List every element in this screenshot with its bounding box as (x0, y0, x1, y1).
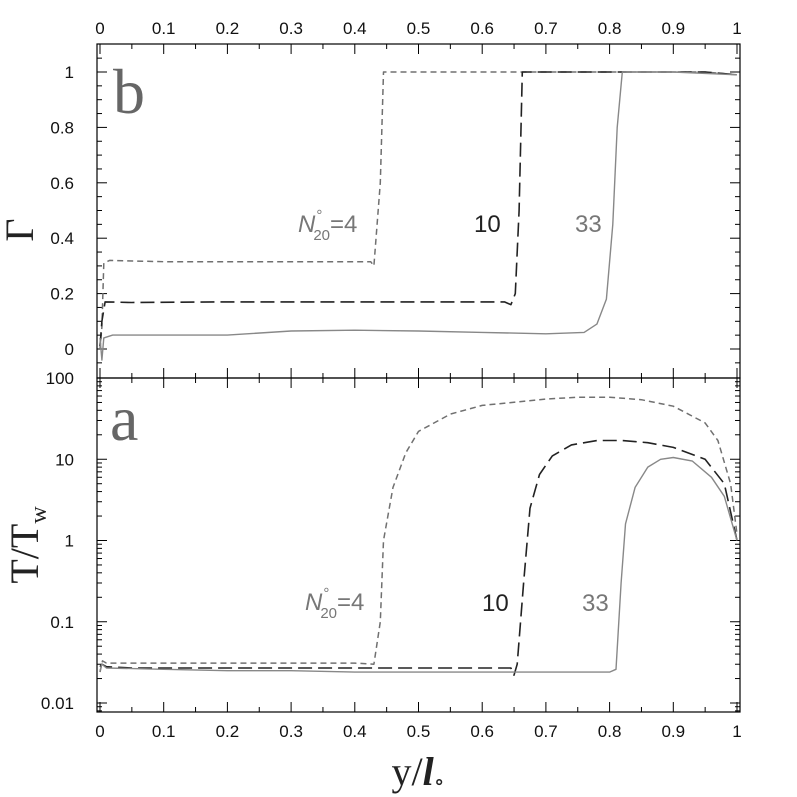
bottom-x-tick-label: 0.2 (216, 722, 240, 741)
panel-a-temperature: 0.01 0.1 1 10 100 a T/Tw N° 20=4 10 33 (2, 369, 741, 713)
panel-b-y-ticks: 0 0.2 0.4 0.6 0.8 1 (50, 57, 740, 364)
panel-a-label-n4: N° 20=4 (305, 585, 364, 622)
top-x-tick-label: 0.7 (534, 19, 558, 38)
bottom-x-tick-label: 0.9 (661, 722, 685, 741)
panel-a-y-tick-label: 10 (55, 450, 74, 469)
panel-a-series-0 (99, 396, 738, 673)
bottom-x-tick-label: 0 (95, 722, 104, 741)
x-axis-title-sub: ∘ (434, 769, 445, 794)
bottom-x-tick-labels: 0 0.1 0.2 0.3 0.4 0.5 0.6 0.7 0.8 0.9 1 (95, 722, 741, 741)
panel-b-label-n: N (298, 211, 316, 238)
panel-a-series-1 (99, 439, 738, 677)
top-x-tick-label: 0.5 (407, 19, 431, 38)
top-x-tick-label: 0.3 (279, 19, 303, 38)
panel-a-y-ticks: 0.01 0.1 1 10 100 (41, 369, 740, 713)
panel-a-series-2 (99, 456, 738, 673)
panel-b-label-33: 33 (575, 211, 602, 238)
panel-b-label-10: 10 (474, 211, 501, 238)
top-x-tick-label: 0.6 (470, 19, 494, 38)
bottom-x-tick-label: 0.7 (534, 722, 558, 741)
panel-a-label-subscript: 20 (320, 605, 337, 622)
panel-b-series-0 (99, 71, 738, 350)
panel-a-curves (99, 396, 738, 677)
panel-b-y-tick-label: 0.8 (50, 118, 74, 137)
bottom-x-tick-label: 1 (732, 722, 741, 741)
bottom-x-tick-label: 0.8 (598, 722, 622, 741)
panel-a-y-tick-label: 0.1 (50, 613, 74, 632)
panel-b-x-ticks (99, 44, 738, 378)
x-axis-title-y: y (391, 749, 411, 794)
top-x-tick-label: 0.2 (216, 19, 240, 38)
panel-a-frame (96, 377, 741, 713)
bottom-x-tick-label: 0.6 (470, 722, 494, 741)
panel-a-ylabel-sub: w (26, 506, 52, 524)
panel-b-y-tick-label: 0 (65, 340, 74, 359)
panel-b-gamma: 0 0.2 0.4 0.6 0.8 1 b Γ N° 20=4 10 33 (0, 43, 741, 379)
panel-a-label-n: N (305, 589, 323, 616)
panel-b-series-2 (99, 71, 738, 361)
panel-b-letter: b (113, 56, 145, 127)
panel-a-y-axis-title: T/Tw (2, 506, 52, 584)
panel-b-label-n4: N° 20=4 (298, 207, 357, 244)
panel-b-label-subscript: 20 (313, 227, 330, 244)
top-x-tick-label: 0.1 (152, 19, 176, 38)
panel-b-curves (99, 71, 738, 361)
panel-b-label-value: =4 (330, 211, 357, 238)
panel-a-ylabel-t2: T (2, 524, 47, 548)
bottom-x-tick-label: 0.5 (407, 722, 431, 741)
panel-a-ylabel-t: T (2, 559, 47, 583)
bottom-x-tick-label: 0.3 (279, 722, 303, 741)
bottom-x-tick-label: 0.4 (343, 722, 367, 741)
panel-a-label-value: =4 (337, 589, 364, 616)
top-x-tick-label: 1 (732, 19, 741, 38)
panel-b-y-tick-label: 0.2 (50, 285, 74, 304)
panel-b-y-tick-label: 1 (65, 63, 74, 82)
top-x-tick-label: 0.9 (661, 19, 685, 38)
panel-a-letter: a (110, 383, 138, 454)
panel-b-label-degree: ° (316, 207, 322, 224)
panel-b-y-tick-label: 0.4 (50, 229, 74, 248)
panel-a-label-33: 33 (582, 590, 609, 617)
panel-a-x-ticks (99, 378, 738, 712)
panel-a-y-tick-label: 100 (46, 369, 74, 388)
x-axis-title: y/l∘ (391, 749, 444, 794)
x-axis-title-slash: / (411, 749, 423, 794)
top-x-tick-label: 0.8 (598, 19, 622, 38)
x-axis-title-l: l (423, 749, 435, 794)
panel-a-y-tick-label: 0.01 (41, 694, 74, 713)
top-x-tick-labels: 0 0.1 0.2 0.3 0.4 0.5 0.6 0.7 0.8 0.9 1 (95, 19, 741, 38)
bottom-x-tick-label: 0.1 (152, 722, 176, 741)
panel-a-ylabel-slash: / (2, 547, 47, 559)
panel-a-y-tick-label: 1 (65, 532, 74, 551)
panel-b-frame (96, 43, 741, 379)
top-x-tick-label: 0.4 (343, 19, 367, 38)
top-x-tick-label: 0 (95, 19, 104, 38)
panel-b-series-1 (99, 71, 738, 347)
panel-a-label-10: 10 (482, 590, 509, 617)
panel-a-label-degree: ° (323, 585, 329, 602)
panel-b-y-axis-title: Γ (0, 218, 42, 241)
panel-b-y-tick-label: 0.6 (50, 174, 74, 193)
